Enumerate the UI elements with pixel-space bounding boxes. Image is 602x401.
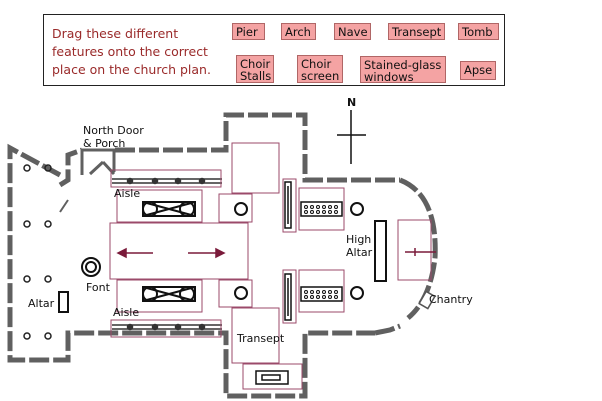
label-altar: Altar <box>28 297 55 310</box>
label-aisle-top: Aisle <box>114 187 141 200</box>
tile-choir-stalls[interactable]: Choir Stalls <box>236 55 274 83</box>
font-icon <box>81 257 101 277</box>
label-transept: Transept <box>237 332 285 345</box>
drop-zone-transept-north <box>231 142 280 194</box>
north-porch <box>80 148 116 176</box>
drop-zones[interactable] <box>109 142 432 390</box>
church-walls <box>7 112 438 399</box>
drop-zone-nave <box>109 222 249 280</box>
nave-arrows <box>116 247 436 259</box>
label-aisle-bottom: Aisle <box>113 306 140 319</box>
tile-nave[interactable]: Nave <box>334 23 371 40</box>
tile-pier[interactable]: Pier <box>232 23 265 40</box>
arcade-bottom <box>112 323 222 331</box>
drop-zone-arcade-bottom <box>110 319 222 338</box>
drop-zone-window <box>242 363 303 390</box>
drop-zone-pier-top <box>218 193 253 223</box>
drop-zone-apse <box>397 219 432 281</box>
piers <box>234 202 364 300</box>
west-pillars <box>23 164 52 340</box>
label-chantry: Chantry <box>429 293 473 306</box>
tile-stained-glass-windows[interactable]: Stained-glass windows <box>360 56 446 83</box>
tile-tomb[interactable]: Tomb <box>458 23 499 40</box>
label-high-altar: High Altar <box>346 233 373 259</box>
instruction-text: Drag these different features onto the c… <box>52 26 211 77</box>
drop-zone-transept-south <box>231 307 280 364</box>
drop-zone-arcade-top <box>110 169 222 188</box>
drop-zone-tomb-top <box>116 189 203 223</box>
drop-zone-screen-top <box>282 178 297 233</box>
tomb-bottom <box>142 286 196 302</box>
label-north-door: North Door & Porch <box>83 124 144 150</box>
north-arrow-icon <box>337 110 366 164</box>
side-altar <box>58 291 69 313</box>
high-altar <box>374 220 387 282</box>
choir-stalls <box>300 201 343 302</box>
drop-zone-stalls-top <box>298 187 345 231</box>
drop-zone-stalls-bottom <box>298 269 345 313</box>
drop-zone-pier-bottom <box>218 279 253 308</box>
tile-arch[interactable]: Arch <box>281 23 316 40</box>
label-font: Font <box>86 281 110 294</box>
drop-zone-tomb-bottom <box>116 279 203 313</box>
tile-choir-screen[interactable]: Choir screen <box>297 55 343 83</box>
drop-zone-screen-bottom <box>282 269 297 324</box>
chantry <box>418 290 436 310</box>
choir-screens <box>284 181 292 321</box>
tomb-top <box>142 201 196 217</box>
label-north: N <box>347 96 357 109</box>
tile-transept[interactable]: Transept <box>388 23 445 40</box>
transept-tomb <box>255 370 289 385</box>
instruction-panel: Drag these different features onto the c… <box>43 14 505 86</box>
tile-apse[interactable]: Apse <box>460 61 496 80</box>
arcade-top <box>112 177 222 185</box>
